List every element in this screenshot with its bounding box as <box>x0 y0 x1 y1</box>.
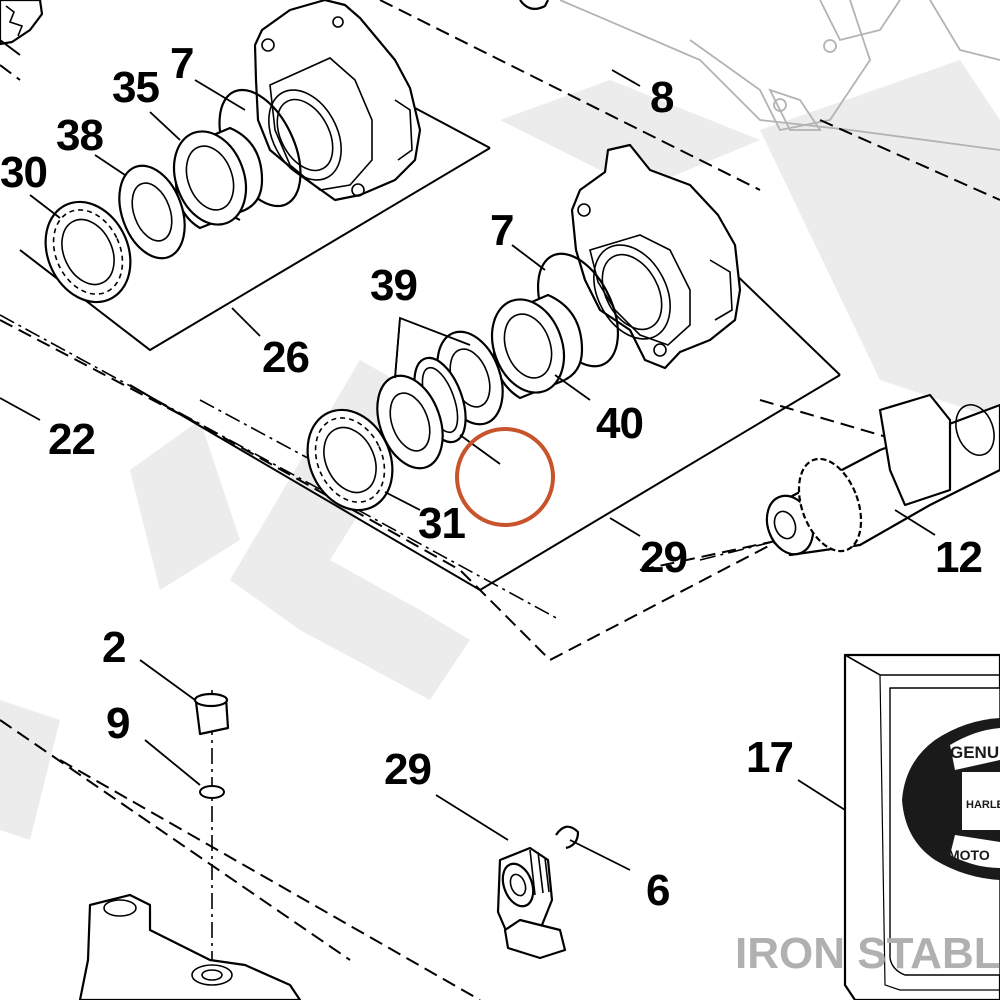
callout-31: 38 <box>56 111 103 160</box>
callout-29-upper: 30 <box>0 148 47 197</box>
bearing-39 <box>490 293 584 400</box>
o-ring-9 <box>199 785 225 799</box>
highlighted-callout-40 <box>455 427 555 527</box>
background-watermark <box>0 60 1000 840</box>
callout-7-upper: 7 <box>170 39 193 88</box>
callout-30: 35 <box>112 63 159 112</box>
badge-box-12: GENU HARLEY MOTO <box>843 653 1000 1000</box>
watermark-iron-stable: IRON STABLE <box>735 929 1000 978</box>
badge-text-middle: HARLEY <box>966 799 1000 811</box>
callout-26: 29 <box>640 533 687 582</box>
callout-9: 9 <box>106 699 129 748</box>
callout-8: 8 <box>650 73 674 122</box>
callout-35: 29 <box>384 745 431 794</box>
washer-31 <box>118 164 186 260</box>
callout-22: 22 <box>48 415 95 464</box>
callout-17: 12 <box>935 533 982 582</box>
callout-38: 39 <box>370 261 417 310</box>
plug-2 <box>193 692 230 736</box>
tensioner-35 <box>496 846 567 960</box>
callout-12: 17 <box>746 733 793 782</box>
bearing-30 <box>172 126 264 230</box>
sprocket-29-middle <box>306 408 394 512</box>
gear-fragment-top <box>519 0 549 11</box>
callout-7-middle: 7 <box>490 206 513 255</box>
retaining-ring-6 <box>555 825 580 850</box>
cam-support-housing-middle <box>570 143 742 370</box>
camshaft-17 <box>765 393 1000 557</box>
harley-badge-logo: GENU HARLEY MOTO <box>902 718 1000 880</box>
callout-39: 40 <box>596 399 643 448</box>
sprocket-29-upper <box>44 200 132 304</box>
callout-6: 6 <box>646 866 669 915</box>
gear-partial-top-left <box>0 0 44 46</box>
callout-29-middle: 31 <box>418 499 465 548</box>
highlight-circle <box>455 427 555 527</box>
callouts: 8 7 35 38 30 26 7 39 40 22 31 29 12 2 9 … <box>0 39 983 915</box>
badge-text-top: GENU <box>950 743 999 762</box>
leader-lines <box>0 69 936 871</box>
callout-2: 2 <box>102 623 125 672</box>
washer-38b <box>376 374 444 470</box>
callout-25: 26 <box>262 333 309 382</box>
oil-pump-body <box>78 893 302 1000</box>
ghost-crankcase <box>559 0 1000 151</box>
cam-support-housing-upper <box>253 0 422 202</box>
badge-text-bottom: MOTO <box>948 847 990 863</box>
